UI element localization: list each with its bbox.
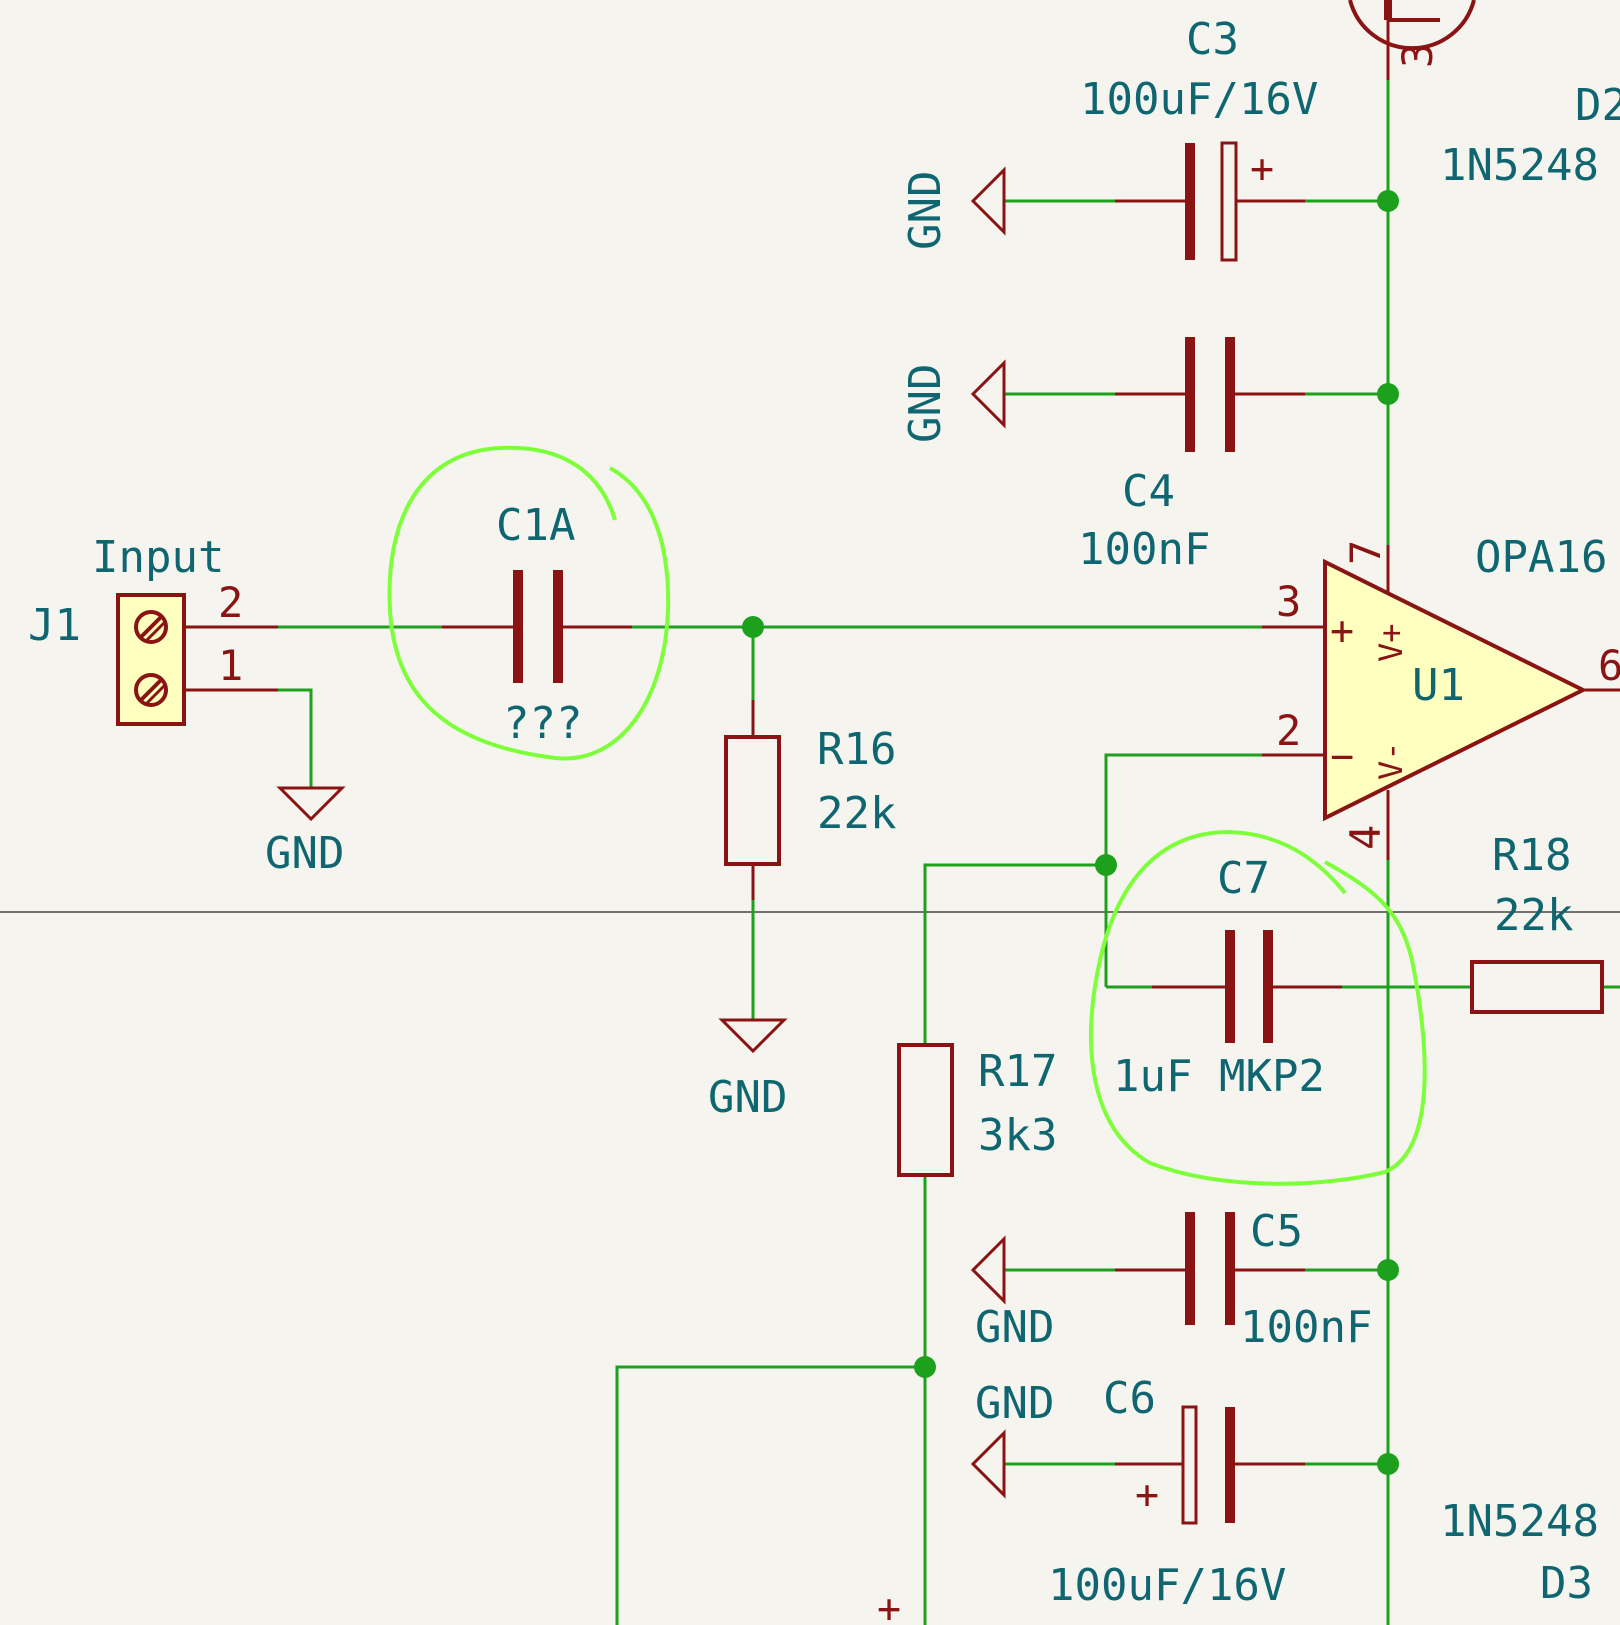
diode-d3[interactable]: 1N5248 D3	[1440, 1496, 1599, 1609]
component-value: 100nF	[1078, 524, 1210, 575]
component-outline	[1348, 0, 1476, 51]
plus-sign: +	[1250, 146, 1274, 192]
wire	[615, 1365, 925, 1625]
vplus-label: V+	[1372, 623, 1410, 662]
junction-dot	[1377, 383, 1399, 405]
component-value: 100uF/16V	[1048, 1560, 1286, 1611]
resistor-body	[897, 1043, 954, 1177]
screw-terminal-icon	[134, 673, 168, 707]
ref-designator: C7	[1217, 853, 1270, 904]
junction-dot	[1095, 854, 1117, 876]
gnd-symbol[interactable]: GND	[708, 1018, 788, 1123]
ground-icon	[970, 166, 1006, 236]
ref-designator: D2	[1575, 80, 1620, 131]
gnd-symbol[interactable]: GND	[970, 1235, 1054, 1353]
junction-dot	[914, 1356, 936, 1378]
ref-designator: C5	[1250, 1206, 1303, 1257]
pin-number: 2	[218, 578, 243, 627]
component-value: 100uF/16V	[1080, 74, 1318, 125]
component-value: 3k3	[978, 1110, 1057, 1161]
highlight-circle	[387, 445, 671, 761]
net-label: GND	[265, 828, 344, 879]
pin-number: 4	[1341, 825, 1390, 850]
net-label: GND	[975, 1378, 1054, 1429]
net-label: GND	[900, 364, 951, 443]
gnd-symbol[interactable]: GND	[970, 1378, 1054, 1499]
capacitor-c4[interactable]: C4 100nF	[1078, 337, 1305, 575]
capacitor-c7[interactable]: C7 1uF MKP2	[1113, 853, 1342, 1102]
net-label: GND	[900, 171, 951, 250]
pin-number: 1	[218, 641, 243, 690]
component-value: 22k	[1494, 890, 1573, 941]
ref-designator: J1	[28, 600, 81, 651]
component-value: ???	[503, 698, 582, 749]
pin-number: 3	[1393, 43, 1442, 68]
component-value: 1N5248	[1440, 1496, 1599, 1547]
net-label: GND	[708, 1072, 787, 1123]
net-label: GND	[975, 1302, 1054, 1353]
pin-number: 7	[1341, 540, 1390, 565]
top-partial-component[interactable]: 3	[1348, 0, 1476, 80]
capacitor-c6[interactable]: + C6 100uF/16V	[1048, 1373, 1305, 1611]
resistor-r18[interactable]: R18 22k	[1470, 830, 1604, 1014]
junction-dot	[1377, 1453, 1399, 1475]
component-value: 22k	[817, 788, 896, 839]
capacitor-plate-positive	[1220, 141, 1238, 262]
component-value: 1uF MKP2	[1113, 1051, 1325, 1102]
junction-dot	[742, 616, 764, 638]
plus-sign: +	[877, 1586, 901, 1625]
capacitor-plate-positive	[1181, 1405, 1198, 1525]
resistor-body	[724, 735, 781, 866]
junctions	[742, 190, 1399, 1475]
resistor-r16[interactable]: R16 22k	[724, 700, 896, 900]
ground-icon	[276, 786, 346, 822]
resistor-r17[interactable]: R17 3k3	[897, 1043, 1057, 1177]
connector-body	[116, 593, 186, 726]
component-value: 100nF	[1240, 1302, 1372, 1353]
ground-icon	[718, 1018, 788, 1054]
resistor-body	[1470, 960, 1604, 1014]
component-value: Input	[92, 532, 224, 583]
opamp-u1[interactable]: + − V+ V- 3 2 7 4 6 U1 OPA16	[1262, 532, 1620, 860]
ref-designator: R18	[1492, 830, 1571, 881]
inverting-sign: −	[1330, 734, 1354, 780]
ground-icon	[970, 1429, 1006, 1499]
ref-designator: R17	[978, 1046, 1057, 1097]
screw-terminal-icon	[134, 610, 168, 644]
gnd-symbol[interactable]: GND	[900, 359, 1006, 443]
wire	[923, 863, 1106, 1045]
ref-designator: R16	[817, 724, 896, 775]
highlight-circle	[1089, 829, 1427, 1186]
ground-icon	[970, 1235, 1006, 1305]
ground-icon	[970, 359, 1006, 429]
capacitor-c3[interactable]: + C3 100uF/16V	[1080, 14, 1318, 262]
noninverting-sign: +	[1330, 608, 1354, 654]
ref-designator: C4	[1122, 466, 1175, 517]
capacitor-c1a[interactable]: C1A ???	[442, 500, 632, 749]
pin-number: 6	[1598, 641, 1620, 690]
gnd-symbol[interactable]: GND	[265, 786, 346, 879]
gnd-symbol[interactable]: GND	[900, 166, 1006, 250]
diode-d2[interactable]: D2 1N5248	[1440, 80, 1620, 191]
capacitor-c5[interactable]: C5 100nF	[1115, 1206, 1372, 1353]
vminus-label: V-	[1372, 741, 1410, 780]
pin-number: 2	[1276, 706, 1301, 755]
ref-designator: C3	[1186, 14, 1239, 65]
wire	[1104, 753, 1262, 987]
component-value: OPA16	[1475, 532, 1607, 583]
junction-dot	[1377, 190, 1399, 212]
plus-sign: +	[1135, 1472, 1159, 1518]
ref-designator: C6	[1103, 1373, 1156, 1424]
connector-j1[interactable]: 2 1 J1 Input	[28, 532, 278, 726]
ref-designator: C1A	[496, 500, 575, 551]
pin-number: 3	[1276, 577, 1301, 626]
component-value: 1N5248	[1440, 140, 1599, 191]
wire	[278, 688, 313, 788]
wires	[278, 80, 1620, 1625]
ref-designator: U1	[1412, 660, 1465, 711]
ref-designator: D3	[1540, 1558, 1593, 1609]
junction-dot	[1377, 1259, 1399, 1281]
opamp-triangle	[1323, 558, 1588, 822]
